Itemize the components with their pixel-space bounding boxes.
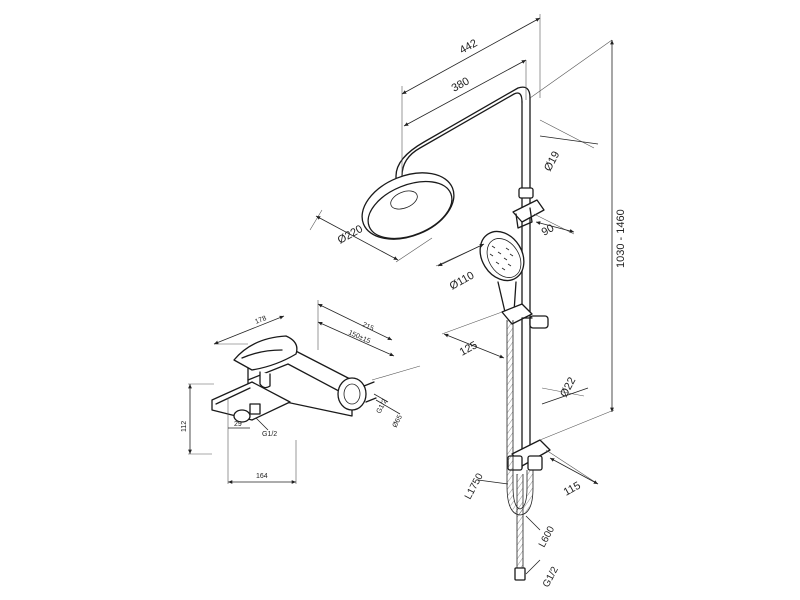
dim-mixer-centres: 150±15	[347, 329, 371, 345]
dim-base-holder-offset: 115	[562, 480, 583, 499]
dim-mixer-width-total: 215	[361, 321, 375, 332]
dimension-lines	[188, 17, 614, 575]
shower-rail	[521, 97, 531, 469]
dim-442: 442	[458, 37, 480, 56]
dim-slider-offset: 90	[540, 222, 557, 238]
middle-holder	[501, 303, 549, 329]
dim-outlet-thread: G1/2	[541, 565, 561, 590]
shower-column	[361, 86, 551, 581]
bath-mixer	[211, 335, 377, 423]
dim-rail-diameter: Ø19	[542, 149, 562, 173]
dim-spout-width: 164	[256, 473, 268, 480]
top-slider	[512, 187, 545, 229]
lower-holder	[507, 439, 551, 471]
dim-hand-shower-diameter: Ø110	[448, 269, 477, 292]
dim-inlet-thread-left: G1/2	[262, 431, 277, 438]
dim-holder-offset: 125	[458, 339, 480, 358]
dim-rail-height: 1030 - 1460	[615, 209, 627, 268]
rain-shower-head	[361, 172, 455, 240]
dim-holder-diameter: Ø22	[558, 375, 578, 399]
dim-380: 380	[450, 75, 472, 94]
shower-hose	[506, 320, 534, 581]
dim-mixer-height: 112	[181, 421, 188, 432]
dim-head-diameter: Ø220	[336, 223, 365, 247]
dim-hose-length: L1750	[463, 471, 486, 501]
dimension-labels: 442 380 1030 - 1460 Ø19 Ø220 90 Ø110 125…	[181, 37, 627, 589]
dim-lower-length: L600	[537, 524, 557, 549]
overhead-arm	[395, 86, 531, 183]
dim-spout-offset: 29	[234, 421, 242, 428]
dim-flange-diameter: Ø65	[392, 414, 404, 429]
dim-mixer-depth: 178	[254, 315, 268, 326]
hand-shower	[479, 230, 525, 313]
